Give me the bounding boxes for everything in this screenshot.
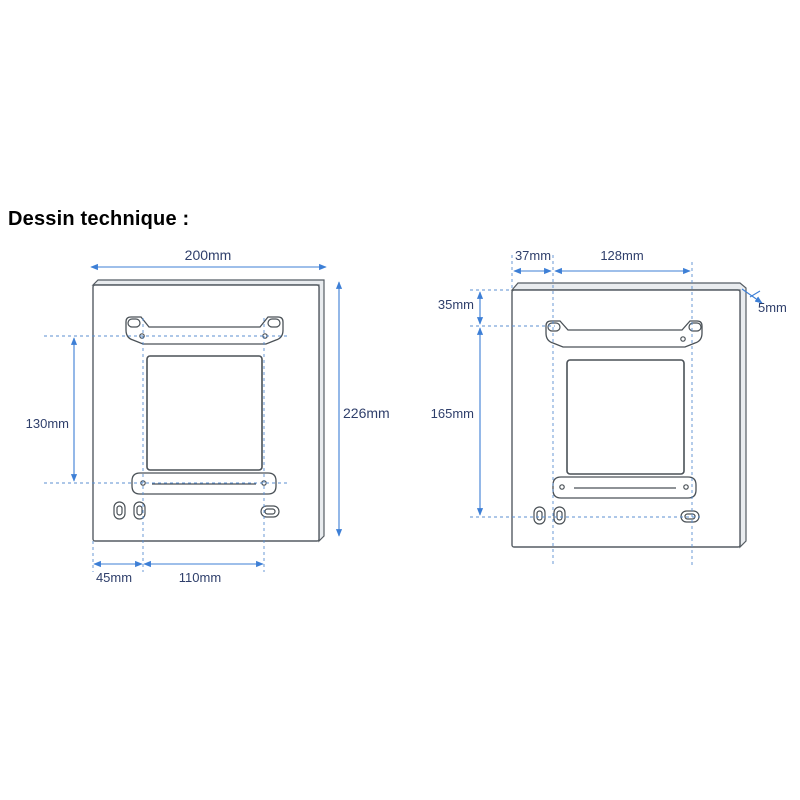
left-view: 200mm 226mm 130mm 45mm 110mm	[26, 247, 390, 585]
left-height-label: 226mm	[343, 405, 390, 421]
right-view: 37mm 128mm 35mm 165mm 5mm	[431, 248, 787, 565]
right-bottom-hole-right	[683, 484, 689, 490]
right-mount-slot-2-inner	[556, 510, 563, 521]
right-top-slot-left	[547, 322, 561, 332]
left-mount-slot-1-inner	[116, 505, 123, 516]
right-center-window	[566, 359, 685, 475]
right-mount-slot-1-inner	[536, 510, 543, 521]
right-hspacing-label: 128mm	[600, 248, 643, 263]
right-top-slot-right	[688, 322, 702, 332]
page-title: Dessin technique :	[8, 208, 190, 230]
left-mount-slot-3-inner	[264, 508, 276, 515]
left-mount-slot-2-inner	[136, 505, 143, 516]
right-thickness-tick	[749, 290, 761, 298]
left-top-bracket	[125, 316, 284, 345]
left-top-slot-left	[127, 318, 141, 328]
right-vspacing-label: 165mm	[431, 406, 474, 421]
right-offset-label: 37mm	[515, 248, 551, 263]
left-vspacing-label: 130mm	[26, 416, 69, 431]
left-center-window	[146, 355, 263, 471]
right-top-bracket	[545, 320, 703, 348]
left-offset-label: 45mm	[96, 570, 132, 585]
left-width-label: 200mm	[185, 247, 232, 263]
left-hspacing-label: 110mm	[179, 570, 221, 585]
left-top-slot-right	[267, 318, 281, 328]
right-top-offset-label: 35mm	[438, 297, 474, 312]
right-thickness-label: 5mm	[758, 300, 787, 315]
right-mount-slot-3-inner	[684, 513, 696, 520]
right-top-hole-right	[680, 336, 686, 342]
right-bottom-hole-left	[559, 484, 565, 490]
